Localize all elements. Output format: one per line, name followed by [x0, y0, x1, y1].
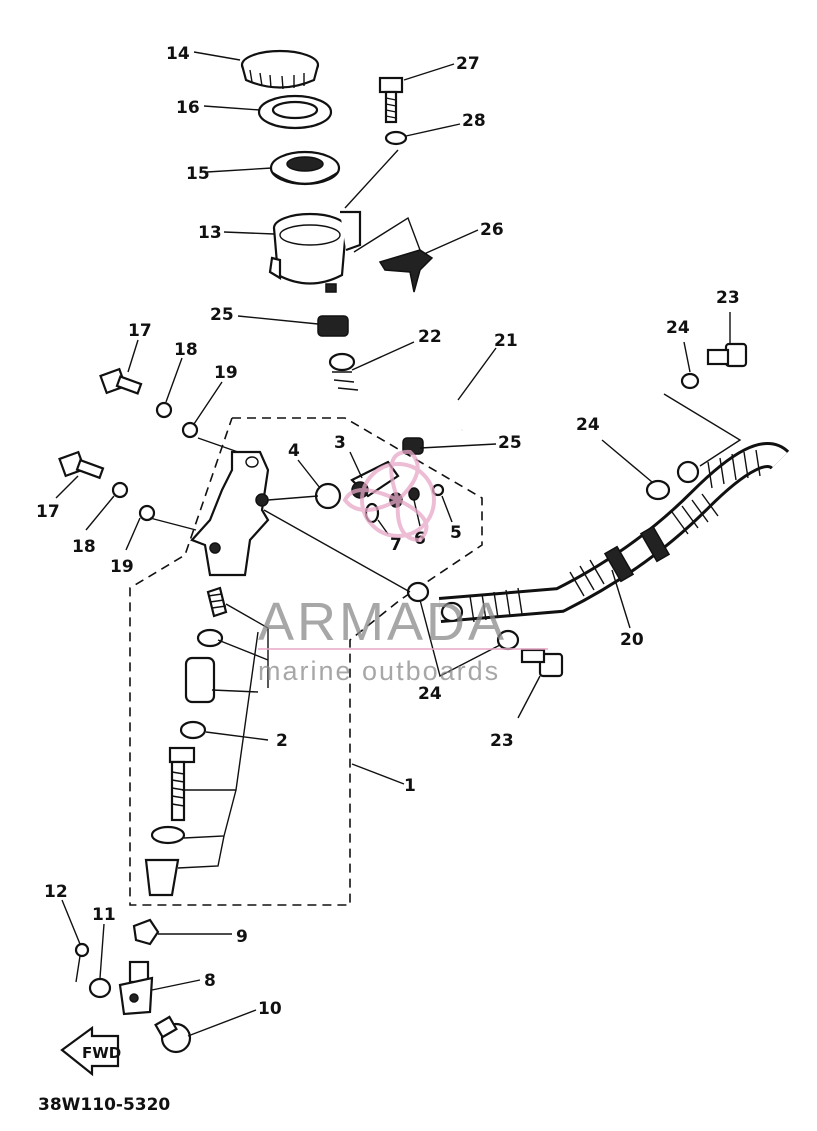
- callout-17-lower: 17: [36, 502, 60, 522]
- washer-11: [88, 977, 112, 999]
- callout-18-lower: 18: [72, 537, 96, 557]
- callout-1: 1: [404, 776, 416, 796]
- callout-28: 28: [462, 111, 486, 131]
- callout-8: 8: [204, 971, 216, 991]
- diaphragm-plate: [269, 150, 341, 186]
- leader-lines: [55, 51, 742, 1037]
- pin-10: [154, 1015, 192, 1054]
- callout-5: 5: [450, 523, 462, 543]
- callout-26: 26: [480, 220, 504, 240]
- washer-19-upper: [181, 421, 199, 439]
- diaphragm: [257, 94, 333, 130]
- propeller-logo-icon: [342, 449, 436, 543]
- callout-19-upper: 19: [214, 363, 238, 383]
- part-6-b: [408, 487, 420, 501]
- callout-22: 22: [418, 327, 442, 347]
- callout-12: 12: [44, 882, 68, 902]
- bolt-17-lower: [58, 450, 105, 480]
- piston-kit: [144, 586, 228, 897]
- bracket-26: [378, 249, 434, 293]
- washer-24-d: [645, 479, 671, 501]
- callout-21: 21: [494, 331, 518, 351]
- callout-16: 16: [176, 98, 200, 118]
- callout-4: 4: [288, 441, 300, 461]
- washer-28: [384, 130, 408, 146]
- assembly-boundary: [129, 417, 483, 906]
- watermark-tagline: marine outboards: [258, 656, 500, 686]
- banjo-bolt-upper: [317, 315, 349, 337]
- callout-20: 20: [620, 630, 644, 650]
- fitting-end-right: [676, 460, 700, 484]
- clevis-8: [118, 960, 154, 1016]
- master-cylinder-body: [190, 450, 270, 577]
- washer-18-upper: [155, 401, 173, 419]
- callout-25-lower: 25: [498, 433, 522, 453]
- bolt-23-lower: [520, 648, 564, 678]
- callout-9: 9: [236, 927, 248, 947]
- reservoir-tank: [268, 210, 362, 293]
- callout-19-lower: 19: [110, 557, 134, 577]
- bolt-17-upper: [99, 367, 143, 395]
- callout-23-lower: 23: [490, 731, 514, 751]
- reservoir-hose: [328, 352, 469, 432]
- callout-7: 7: [390, 535, 402, 555]
- watermark: ARMADA marine outboards: [258, 449, 548, 686]
- washer-18-lower: [111, 481, 129, 499]
- callouts: 14 16 15 13 27 28 26 25 22 21 25 17 18 1…: [36, 44, 740, 1019]
- drawing-code: 38W110-5320: [38, 1095, 170, 1115]
- callout-15: 15: [186, 164, 210, 184]
- callout-3: 3: [334, 433, 346, 453]
- fwd-label: FWD: [82, 1044, 121, 1062]
- bolt-27: [378, 76, 404, 124]
- bolt-23-upper: [706, 342, 748, 368]
- callout-24-lower: 24: [418, 684, 442, 704]
- callout-11: 11: [92, 905, 116, 925]
- fwd-arrow-icon: FWD: [60, 1025, 121, 1077]
- callout-14: 14: [166, 44, 190, 64]
- callout-23-upper: 23: [716, 288, 740, 308]
- cotter-pin-12: [74, 942, 90, 983]
- callout-27: 27: [456, 54, 480, 74]
- washer-24-c: [680, 372, 700, 390]
- reservoir-cap: [240, 49, 320, 90]
- callout-10: 10: [258, 999, 282, 1019]
- callout-13: 13: [198, 223, 222, 243]
- fitting-end-left: [440, 601, 464, 623]
- callout-25-upper: 25: [210, 305, 234, 325]
- nut-9: [132, 918, 160, 946]
- brake-hose: [438, 442, 790, 623]
- callout-17-upper: 17: [128, 321, 152, 341]
- washer-19-lower: [138, 504, 156, 522]
- watermark-brand: ARMADA: [258, 592, 507, 652]
- callout-24-right: 24: [576, 415, 600, 435]
- washer-24-a: [406, 581, 430, 603]
- callout-2: 2: [276, 731, 288, 751]
- callout-24-upper: 24: [666, 318, 690, 338]
- callout-18-upper: 18: [174, 340, 198, 360]
